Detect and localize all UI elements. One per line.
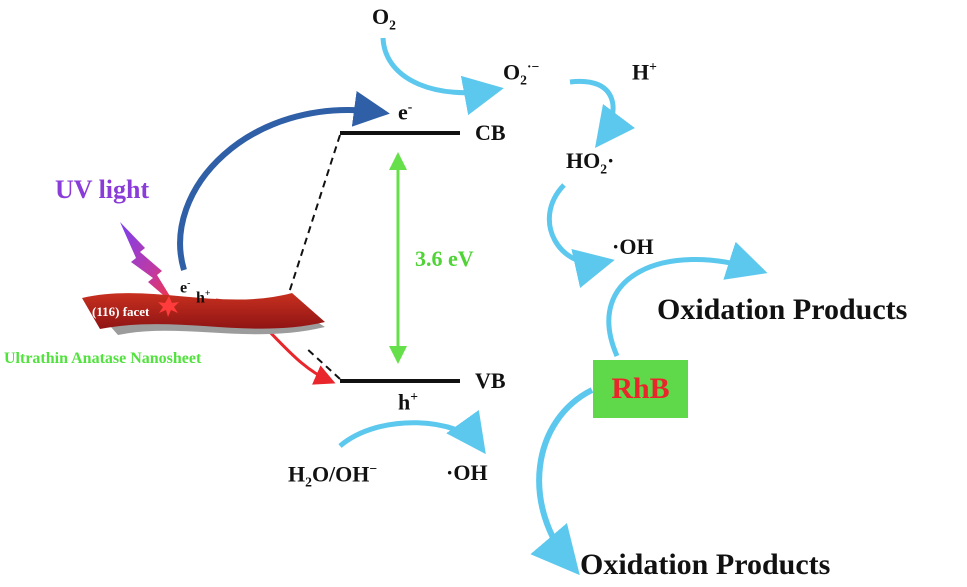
uv-light-label: UV light (55, 175, 150, 204)
band-gap-label: 3.6 eV (415, 246, 474, 271)
ho2-label: HO2· (566, 148, 615, 177)
vb-dashed-connector (304, 346, 341, 380)
uv-lightning-bolt-icon (120, 222, 176, 306)
arrow-rhb-to-top-products (606, 241, 768, 357)
oxidation-products-top: Oxidation Products (657, 293, 908, 326)
arrow-h2o-to-oh (338, 409, 486, 455)
facet-label: (116) facet (92, 304, 150, 319)
nanosheet-label: Ultrathin Anatase Nanosheet (4, 350, 202, 367)
arrow-rhb-to-bottom-products (530, 387, 594, 576)
sheet-hole-label: h+ (196, 288, 211, 307)
sheet-electron-label: e- (180, 278, 191, 297)
rhb-box: RhB (593, 360, 688, 418)
electron-arrow (177, 91, 390, 271)
hydroxyl-bottom-label: ·OH (446, 460, 488, 485)
rhb-label: RhB (611, 372, 670, 405)
water-hydroxide-label: H2O/OH− (288, 461, 378, 490)
cb-dashed-connector (287, 134, 341, 297)
rhb-box-fill (593, 360, 688, 418)
h-plus-label: H+ (632, 59, 657, 85)
cb-electron-label: e- (398, 99, 413, 125)
arrow-ho2-to-oh (546, 183, 615, 289)
superoxide-label: O2·− (503, 59, 540, 88)
o2-label: O2 (372, 4, 396, 33)
cb-label: CB (475, 120, 506, 145)
vb-label: VB (475, 368, 506, 393)
arrow-superoxide-to-ho2 (569, 78, 635, 149)
vb-hole-label: h+ (398, 389, 419, 415)
excitation-star-icon (158, 296, 179, 317)
nanosheet (82, 293, 325, 329)
oxidation-products-bottom: Oxidation Products (580, 548, 831, 581)
arrow-o2-to-superoxide (380, 37, 504, 116)
hydroxyl-top-label: ·OH (612, 234, 654, 259)
